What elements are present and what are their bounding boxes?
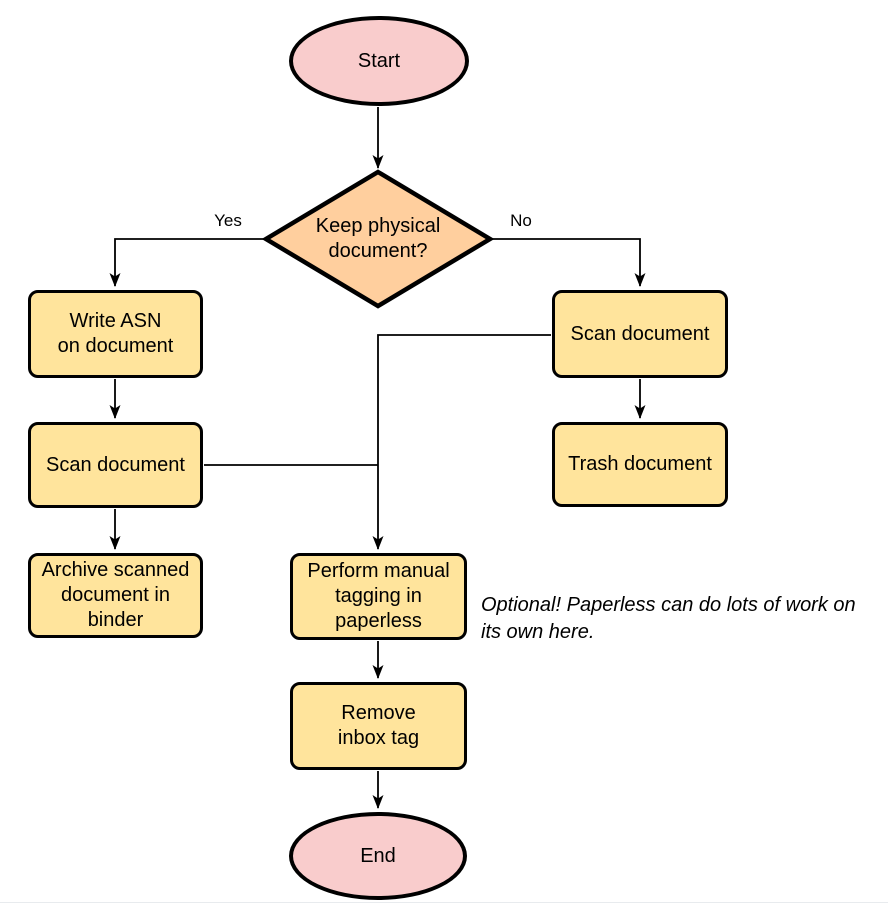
- end-node-label: End: [360, 844, 396, 867]
- edge-scan-right-to-tagging: [372, 334, 551, 550]
- manual-tagging-node-label: Perform manual tagging in paperless: [307, 560, 450, 632]
- archive-node: Archive scanned document in binder: [28, 553, 203, 638]
- trash-document-node-label: Trash document: [568, 453, 712, 475]
- edge-decision-no-to-scan-right: [489, 238, 646, 287]
- scan-document-left-node: Scan document: [28, 422, 203, 508]
- trash-document-node: Trash document: [552, 422, 728, 507]
- decision-diamond-shape: [261, 169, 495, 309]
- scan-document-right-node: Scan document: [552, 290, 728, 378]
- optional-note: Optional! Paperless can do lots of work …: [481, 594, 856, 643]
- start-node-label: Start: [357, 49, 401, 72]
- decision-node: Keep physical document?: [266, 172, 490, 306]
- write-asn-node: Write ASN on document: [28, 290, 203, 378]
- scan-document-right-node-label: Scan document: [570, 322, 710, 345]
- decision-node-label: Keep physical document?: [315, 215, 441, 262]
- bottom-border: [0, 902, 888, 903]
- edge-decision-yes-to-write-asn: [109, 238, 267, 287]
- archive-node-label: Archive scanned document in binder: [41, 559, 190, 631]
- edge-label-yes: Yes: [214, 211, 242, 230]
- edge-label-no: No: [510, 211, 532, 230]
- start-node: Start: [289, 16, 469, 106]
- remove-inbox-tag-node: Remove inbox tag: [290, 682, 467, 770]
- end-node: End: [289, 812, 467, 900]
- remove-inbox-tag-node-label: Remove inbox tag: [337, 702, 420, 749]
- manual-tagging-node: Perform manual tagging in paperless: [290, 553, 467, 640]
- scan-document-left-node-label: Scan document: [46, 453, 185, 476]
- write-asn-node-label: Write ASN on document: [57, 310, 174, 357]
